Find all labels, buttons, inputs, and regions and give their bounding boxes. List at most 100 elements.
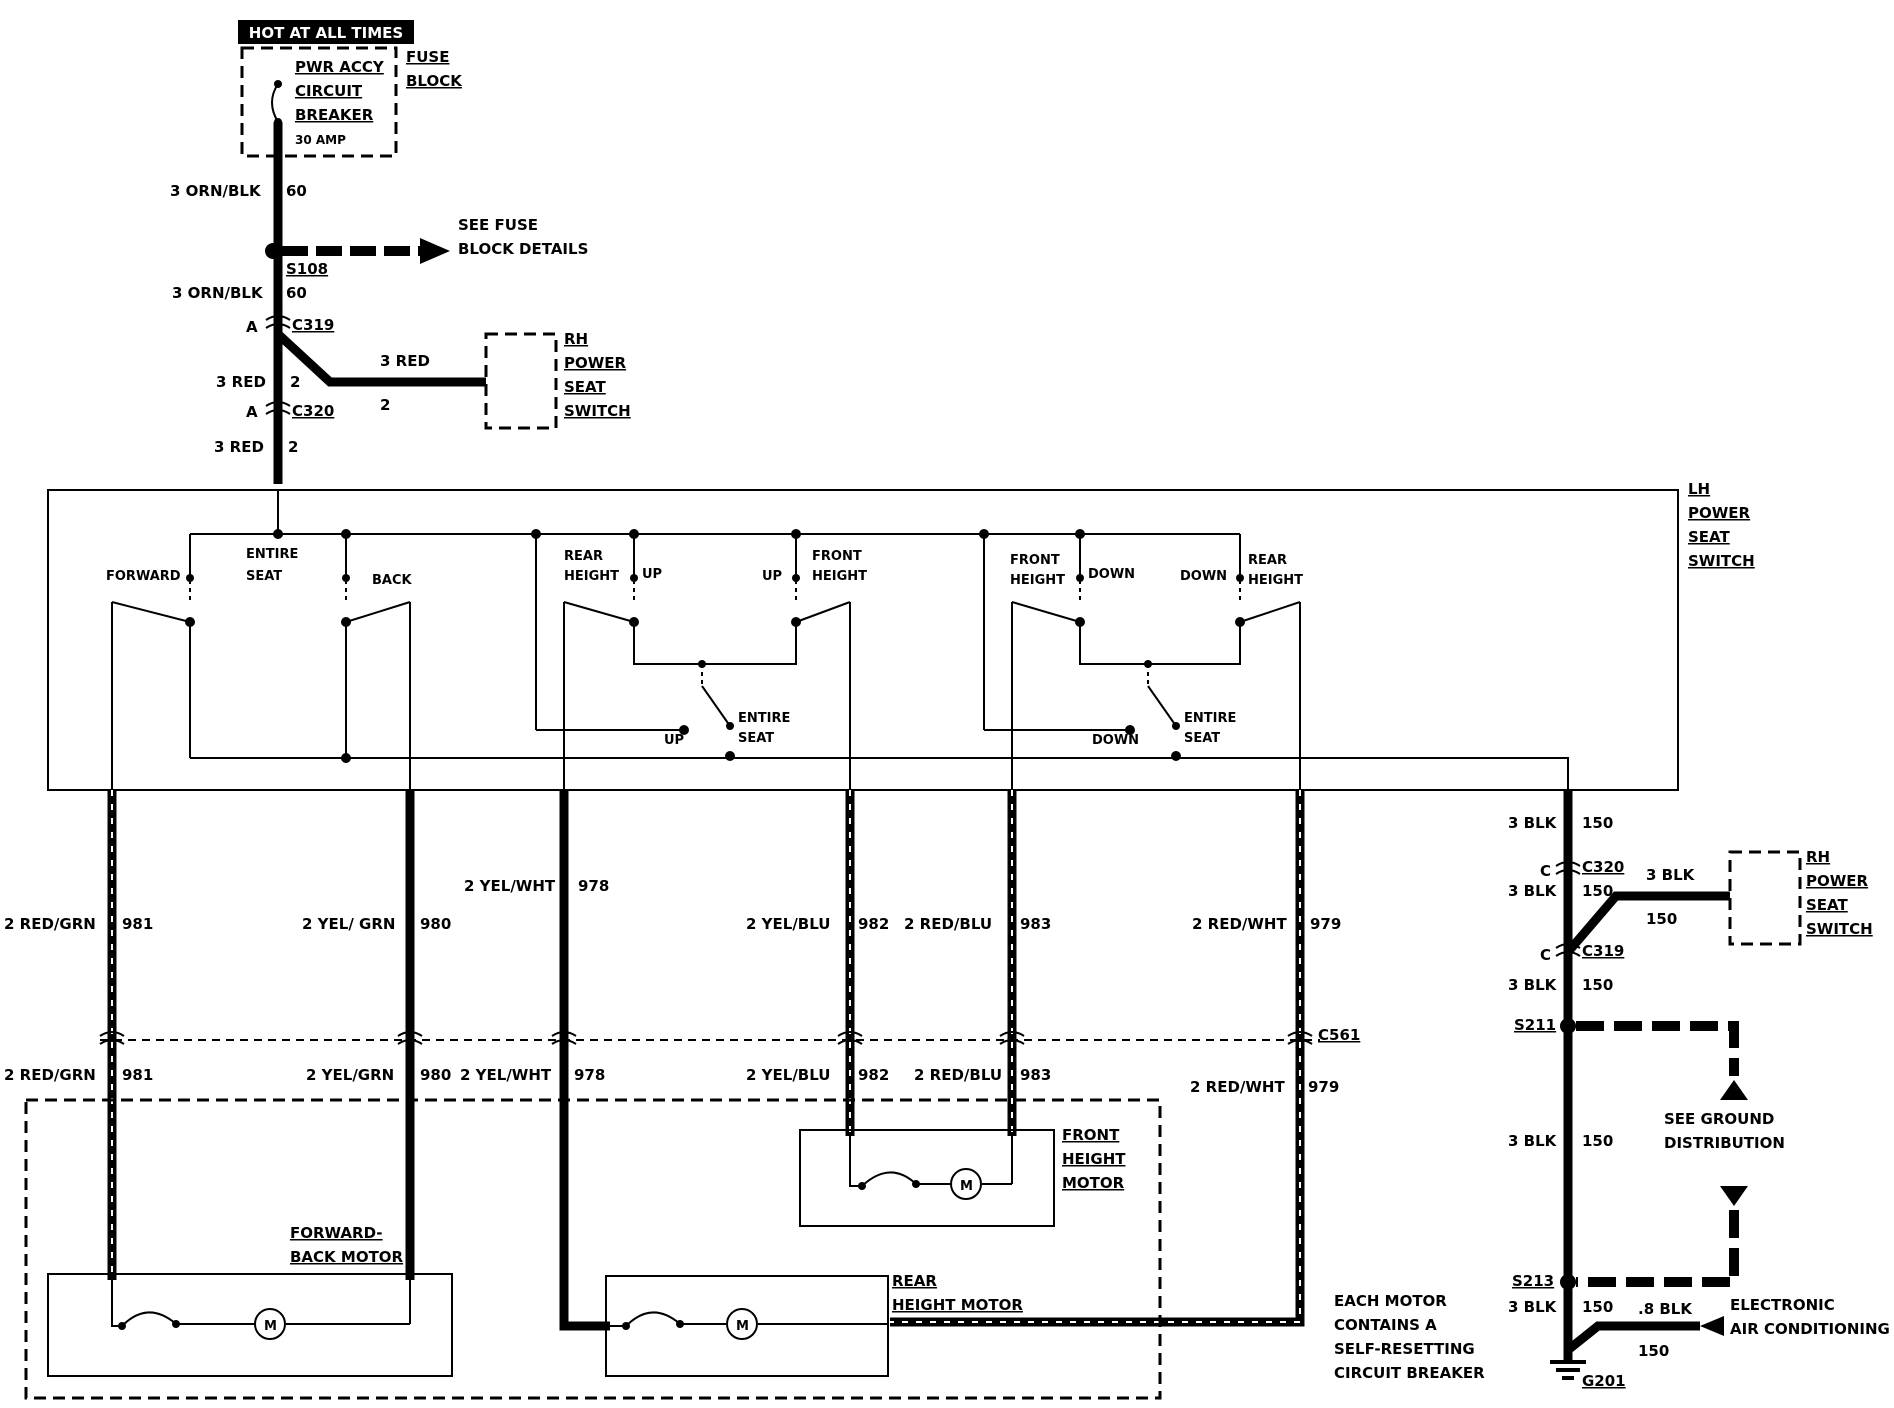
sw-down-2: DOWN — [1180, 569, 1227, 584]
sw-up-2: UP — [762, 569, 782, 584]
sw-entire-1: ENTIRE — [246, 547, 298, 562]
see-ground-wire-top — [1576, 1021, 1739, 1076]
sw-down-1: DOWN — [1088, 567, 1135, 582]
wire-981-top-circuit: 981 — [122, 915, 153, 933]
wire-978-bottom-circuit: 978 — [574, 1066, 605, 1084]
gnd-circuit-2: 150 — [1582, 882, 1613, 900]
wire-980-top-circuit: 980 — [420, 915, 451, 933]
feed-wire-label-3: 3 RED — [216, 373, 266, 391]
gnd-c319-label: C319 — [1582, 942, 1624, 960]
s213-label: S213 — [1512, 1272, 1554, 1290]
front-motor-label-1: FRONT — [1062, 1126, 1120, 1144]
forward-back-motor-circuit — [111, 1280, 411, 1340]
rh-switch-label-2: POWER — [564, 354, 627, 372]
gnd-wire-label-1: 3 BLK — [1508, 814, 1558, 832]
see-ground-label-1: SEE GROUND — [1664, 1110, 1774, 1128]
sw-height-3: HEIGHT — [1010, 573, 1065, 588]
feed-circuit-1: 60 — [286, 182, 307, 200]
gnd-circuit-5: 150 — [1582, 1298, 1613, 1316]
fb-motor-label-2: BACK MOTOR — [290, 1248, 404, 1266]
feed-circuit-3: 2 — [290, 373, 300, 391]
fuse-label-3: BREAKER — [295, 106, 374, 124]
feed-circuit-2: 60 — [286, 284, 307, 302]
lh-switch-label-1: LH — [1688, 480, 1710, 498]
feed-wire-label-1: 3 ORN/BLK — [170, 182, 262, 200]
wire-982-bottom-circuit: 982 — [858, 1066, 889, 1084]
connector-c320-icon — [265, 401, 291, 415]
hot-at-all-times-label: HOT AT ALL TIMES — [249, 24, 403, 42]
sw-up-3: UP — [664, 733, 684, 748]
sw-rear-2: REAR — [1248, 553, 1287, 568]
sw-height-4: HEIGHT — [1248, 573, 1303, 588]
wire-983-top-circuit: 983 — [1020, 915, 1051, 933]
see-fuse-label-2: BLOCK DETAILS — [458, 240, 588, 258]
motor-wires — [107, 790, 1305, 1331]
see-ground-arrow-up-icon — [1720, 1080, 1748, 1100]
sw-up-1: UP — [642, 567, 662, 582]
rh-power-seat-switch-box-top — [484, 332, 558, 430]
fuse-label-1: PWR ACCY — [295, 58, 385, 76]
wire-982-bottom-label: 2 YEL/BLU — [746, 1066, 830, 1084]
gnd-circuit-4: 150 — [1582, 1132, 1613, 1150]
wire-983-bottom-label: 2 RED/BLU — [914, 1066, 1002, 1084]
rh-power-seat-switch-box-bottom — [1728, 850, 1802, 946]
gnd-wire-label-5: 3 BLK — [1508, 1298, 1558, 1316]
feed-wire-label-2: 3 ORN/BLK — [172, 284, 264, 302]
front-height-motor-circuit — [849, 1136, 1013, 1200]
wire-978-bottom-label: 2 YEL/WHT — [460, 1066, 552, 1084]
sw-seat-1: SEAT — [246, 569, 282, 584]
ac-wire-label: .8 BLK — [1638, 1300, 1693, 1318]
connector-c319-icon — [265, 315, 291, 329]
rh-switch-ground-wire — [1564, 891, 1730, 955]
see-ground-wire-bottom — [1576, 1210, 1739, 1287]
ground-symbol-icon — [1550, 1360, 1586, 1380]
see-ground-arrow-down-icon — [1720, 1186, 1748, 1206]
s108-label: S108 — [286, 260, 328, 278]
rh-switch-feed-wire — [274, 330, 486, 387]
gnd-c319-pin: C — [1540, 946, 1551, 964]
sw-seat-3: SEAT — [1184, 731, 1220, 746]
gnd-wire-label-4: 3 BLK — [1508, 1132, 1558, 1150]
ac-ground-wire — [1565, 1321, 1700, 1354]
c561-label: C561 — [1318, 1026, 1360, 1044]
rh-gnd-wire-label: 3 BLK — [1646, 866, 1696, 884]
wire-979-bottom-circuit: 979 — [1308, 1078, 1339, 1096]
wire-980-bottom-label: 2 YEL/GRN — [306, 1066, 394, 1084]
wire-981-bottom-circuit: 981 — [122, 1066, 153, 1084]
front-motor-m-icon: M — [960, 1179, 973, 1194]
ac-label-1: ELECTRONIC — [1730, 1296, 1835, 1314]
feed-wire-label-4: 3 RED — [214, 438, 264, 456]
fuse-block-label-1: FUSE — [406, 48, 449, 66]
front-motor-label-3: MOTOR — [1062, 1174, 1125, 1192]
fuse-label-2: CIRCUIT — [295, 82, 363, 100]
sw-front-2: FRONT — [1010, 553, 1060, 568]
sw-entire-3: ENTIRE — [1184, 711, 1236, 726]
rear-height-motor-box — [605, 1275, 889, 1377]
sw-down-3: DOWN — [1092, 733, 1139, 748]
motor-note-3: SELF-RESETTING — [1334, 1340, 1475, 1358]
lh-switch-label-3: SEAT — [1688, 528, 1730, 546]
wire-979-top-circuit: 979 — [1310, 915, 1341, 933]
motor-note-2: CONTAINS A — [1334, 1316, 1437, 1334]
wire-979-top-label: 2 RED/WHT — [1192, 915, 1287, 933]
see-fuse-label-1: SEE FUSE — [458, 216, 538, 234]
lh-power-seat-switch-box — [47, 489, 1679, 791]
gnd-connector-c320-icon — [1555, 861, 1581, 875]
wire-983-bottom-circuit: 983 — [1020, 1066, 1051, 1084]
rh-gnd-circuit: 150 — [1646, 910, 1677, 928]
splice-s211 — [1560, 1018, 1576, 1034]
rh-switch-label-1: RH — [564, 330, 588, 348]
splice-s213 — [1560, 1274, 1576, 1290]
gnd-connector-c319-icon — [1555, 943, 1581, 957]
fuse-block-box — [240, 46, 398, 158]
rh-switch-b-label-2: POWER — [1806, 872, 1869, 890]
c319-label: C319 — [292, 316, 334, 334]
connector-c561-icons — [99, 1031, 1313, 1045]
circuit-breaker-symbol — [271, 83, 279, 123]
front-motor-label-2: HEIGHT — [1062, 1150, 1126, 1168]
fb-motor-m-icon: M — [264, 1319, 277, 1334]
feed-circuit-4: 2 — [288, 438, 298, 456]
sw-back: BACK — [372, 573, 413, 588]
rh-feed-wire-label: 3 RED — [380, 352, 430, 370]
sw-entire-2: ENTIRE — [738, 711, 790, 726]
